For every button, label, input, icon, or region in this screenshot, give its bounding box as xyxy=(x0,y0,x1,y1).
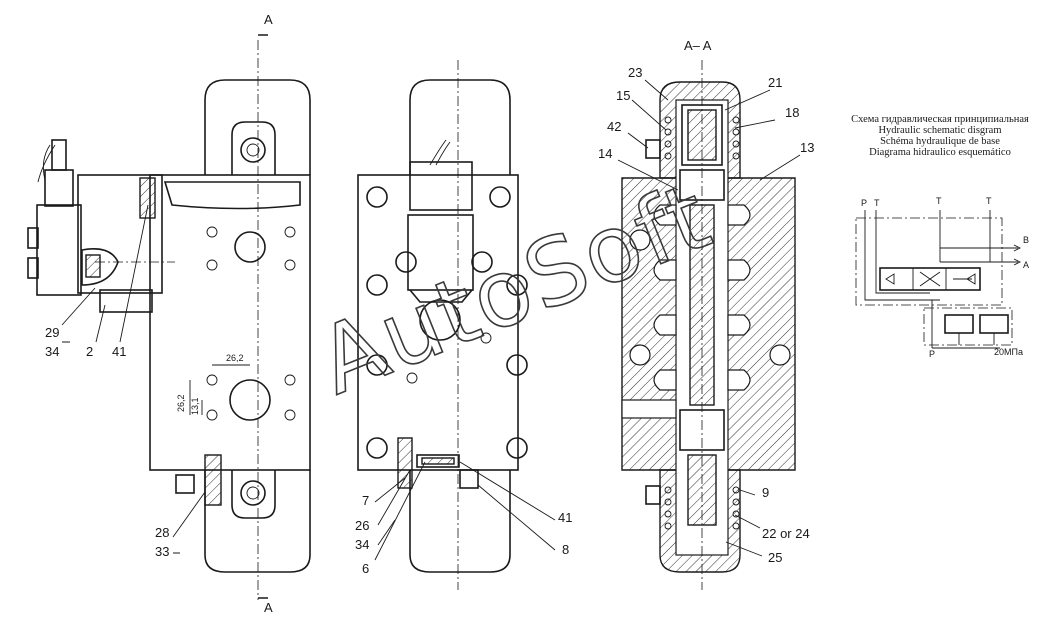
dimension-vertical-2: 13,1 xyxy=(190,397,200,415)
label-29: 29 xyxy=(45,325,59,340)
label-6: 6 xyxy=(362,561,369,576)
label-2: 2 xyxy=(86,344,93,359)
side-bolt-holes xyxy=(366,186,528,459)
label-14: 14 xyxy=(598,146,612,161)
label-33: 33 xyxy=(155,544,169,559)
port-t-3: T xyxy=(986,196,992,206)
section-mark-a-top: A xyxy=(264,12,273,27)
label-9: 9 xyxy=(762,485,769,500)
label-7: 7 xyxy=(362,493,369,508)
port-t-2: T xyxy=(936,196,942,206)
label-8: 8 xyxy=(562,542,569,557)
section-chambers xyxy=(621,204,791,419)
label-28: 28 xyxy=(155,525,169,540)
label-25: 25 xyxy=(768,550,782,565)
hydraulic-schematic: Схема гидравлическая принципиальная Hydr… xyxy=(851,114,1029,359)
port-b: B xyxy=(1023,235,1029,245)
front-view: A A 26,2 26,2 13,1 29 34 2 41 28 33 xyxy=(27,12,311,615)
label-18: 18 xyxy=(785,105,799,120)
label-41-front: 41 xyxy=(112,344,126,359)
caption-ru: Схема гидравлическая принципиальная xyxy=(851,114,1029,125)
section-a-a: A– A xyxy=(598,38,814,590)
port-p-top: P xyxy=(861,198,867,208)
label-13: 13 xyxy=(800,140,814,155)
side-view: 7 26 34 6 41 8 xyxy=(355,60,572,590)
label-21: 21 xyxy=(768,75,782,90)
port-t-1: T xyxy=(874,198,880,208)
port-p-bottom: P xyxy=(929,349,935,359)
front-bolt-holes xyxy=(206,226,296,421)
label-26: 26 xyxy=(355,518,369,533)
label-41-side: 41 xyxy=(558,510,572,525)
label-23: 23 xyxy=(628,65,642,80)
dimension-horizontal: 26,2 xyxy=(226,353,244,363)
label-42: 42 xyxy=(607,119,621,134)
label-15: 15 xyxy=(616,88,630,103)
spring-coils xyxy=(664,116,740,530)
port-a: A xyxy=(1023,260,1029,270)
label-22-or-24: 22 or 24 xyxy=(762,526,810,541)
dimension-vertical-1: 26,2 xyxy=(176,394,186,412)
label-34-front: 34 xyxy=(45,344,59,359)
label-34-side: 34 xyxy=(355,537,369,552)
section-mark-a-bottom: A xyxy=(264,600,273,615)
caption-es: Diagrama hidraulico esquemático xyxy=(869,147,1011,158)
caption-fr: Schéma hydraulique de base xyxy=(880,136,1000,147)
section-title: A– A xyxy=(684,38,712,53)
caption-en: Hydraulic schematic disgram xyxy=(878,125,1001,136)
pressure-rating: 20МПа xyxy=(994,347,1023,357)
